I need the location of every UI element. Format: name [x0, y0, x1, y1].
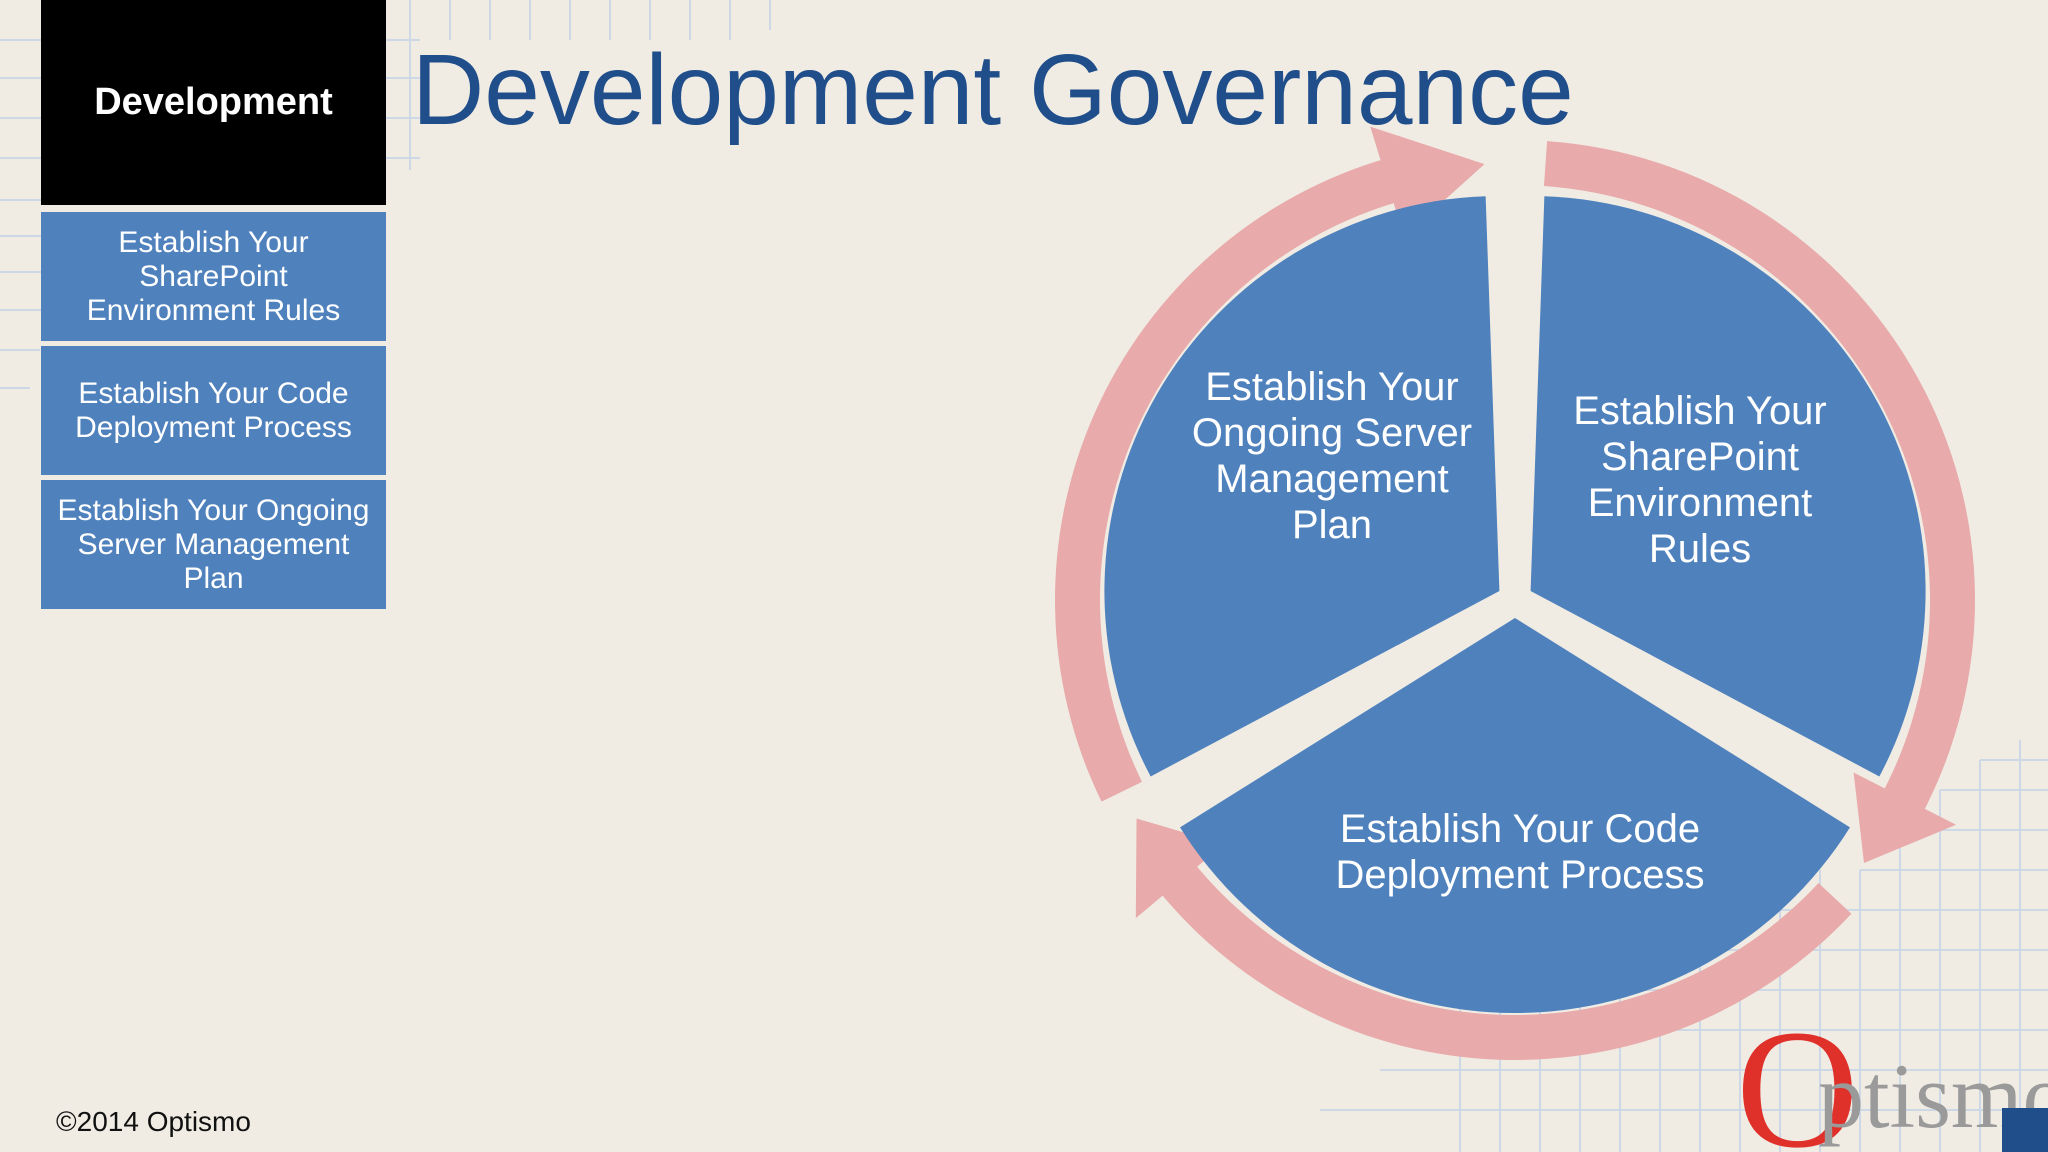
sidebar-item-label: Establish Your Ongoing Server Management… [57, 493, 370, 595]
sidebar-item-server-management-plan[interactable]: Establish Your Ongoing Server Management… [41, 480, 386, 609]
sidebar-item-sharepoint-environment-rules[interactable]: Establish Your SharePoint Environment Ru… [41, 212, 386, 341]
cycle-arrow-right-head [1853, 772, 1957, 863]
sidebar-item-label: Establish Your Code Deployment Process [75, 376, 352, 444]
copyright-text: ©2014 Optismo [56, 1106, 251, 1137]
cycle-arrow-right [1543, 141, 1975, 816]
sidebar-header-label: Development [94, 81, 333, 123]
segment-label-code-deployment: Establish Your Code Deployment Process [1335, 807, 1705, 897]
segment-server-management [1104, 196, 1500, 777]
segment-label-sharepoint-rules: Establish Your SharePoint Environment Ru… [1573, 389, 1827, 571]
sidebar-item-code-deployment-process[interactable]: Establish Your Code Deployment Process [41, 346, 386, 475]
optismo-logo: O ptismo [1736, 1022, 2048, 1152]
cycle-arrow-left [1054, 157, 1401, 802]
segment-sharepoint-rules [1530, 196, 1926, 777]
sidebar-header: Development [41, 0, 386, 205]
sidebar-item-label: Establish Your SharePoint Environment Ru… [86, 225, 341, 327]
cycle-arrow-bottom [1157, 861, 1852, 1060]
page-title: Development Governance [412, 34, 1574, 146]
segment-label-server-management: Establish Your Ongoing Server Management… [1191, 365, 1473, 547]
segment-code-deployment [1180, 618, 1850, 1013]
